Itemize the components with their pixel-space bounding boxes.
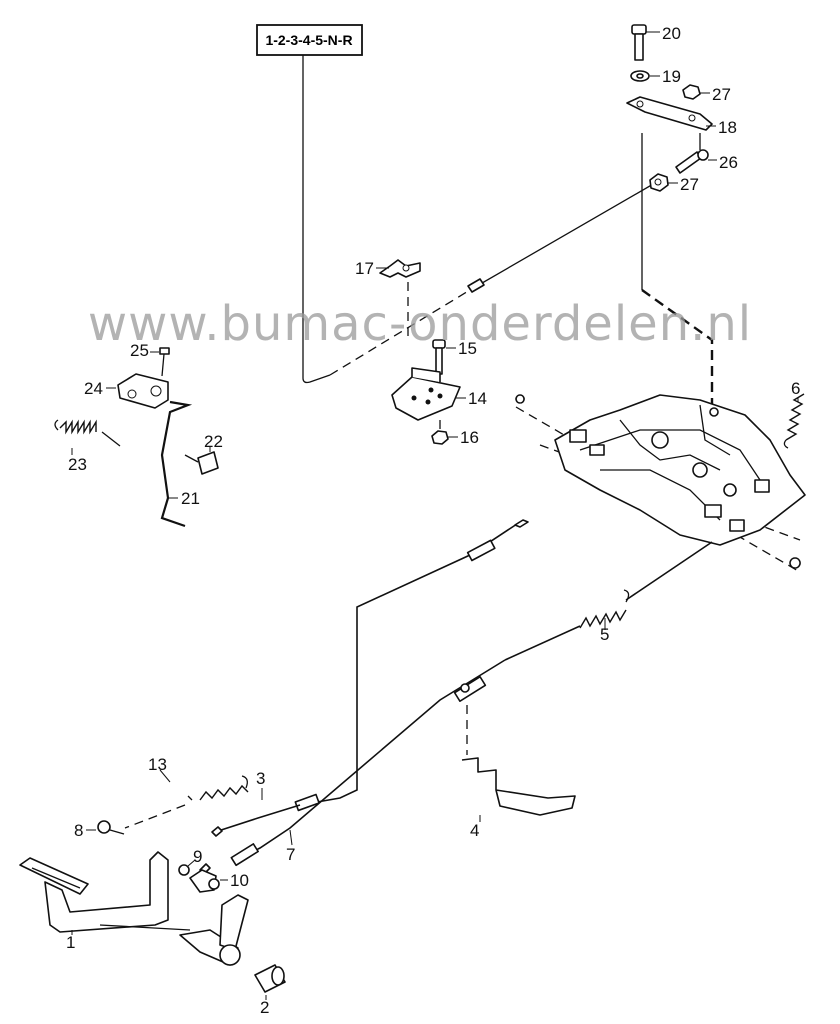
callout-27-lower: 27 [680, 175, 699, 194]
part-21-rod [160, 400, 193, 528]
callout-16: 16 [460, 428, 479, 447]
part-19-washer [630, 70, 660, 82]
part-15-bolt [432, 339, 456, 375]
part-23-spring [54, 419, 121, 455]
part-20-bolt [631, 24, 660, 61]
part-22-knob [184, 446, 219, 475]
part-18-link-plate [626, 96, 716, 131]
part-17-clip [376, 259, 421, 278]
part-27-upper-nut [682, 84, 710, 100]
rod-5-upper [625, 541, 713, 601]
part-10-clamp [189, 869, 228, 893]
callout-2: 2 [260, 998, 269, 1017]
gear-link-line [302, 55, 331, 384]
callout-25: 25 [130, 341, 149, 360]
gear-link-dashed [329, 289, 471, 376]
dash-13-8 [124, 804, 186, 829]
callout-21: 21 [181, 489, 200, 508]
part-4-bracket [461, 705, 576, 822]
callout-20: 20 [662, 24, 681, 43]
part-26-ball-joint [675, 133, 717, 174]
callout-8: 8 [74, 821, 83, 840]
transmission-housing [515, 394, 806, 573]
callout-27-upper: 27 [712, 85, 731, 104]
callout-1: 1 [66, 933, 75, 952]
callout-23: 23 [68, 455, 87, 474]
callout-18: 18 [718, 118, 737, 137]
callout-14: 14 [468, 389, 487, 408]
watermark: www.bumac-onderdelen.nl [88, 296, 752, 352]
dashed-link-to-transmission [641, 289, 714, 405]
cable-3 [211, 519, 529, 837]
part-2-grip [254, 964, 286, 1000]
part-24-bracket [106, 373, 169, 409]
callout-7: 7 [286, 845, 295, 864]
rod-end [467, 278, 485, 293]
part-13-spring [159, 769, 249, 801]
callout-22: 22 [204, 432, 223, 451]
callout-24: 24 [84, 379, 103, 398]
callout-6: 6 [791, 379, 800, 398]
callout-26: 26 [719, 153, 738, 172]
part-8-eye-bolt [86, 820, 125, 835]
part-16-nut [431, 430, 458, 445]
callout-3: 3 [256, 769, 265, 788]
rod-5 [504, 625, 581, 661]
gear-selector-label: 1-2-3-4-5-N-R [265, 32, 352, 48]
part-5-spring [579, 589, 630, 630]
part-25-screw [150, 347, 170, 377]
callout-15: 15 [458, 339, 477, 358]
part-14-bracket [391, 367, 466, 421]
callout-10: 10 [230, 871, 249, 890]
callout-13: 13 [148, 755, 167, 774]
part-6-spring [783, 393, 805, 449]
shift-rod [469, 182, 656, 291]
gear-selector-box: 1-2-3-4-5-N-R [256, 24, 363, 56]
part-27-lower-nut [649, 173, 678, 192]
part-1-pedal [19, 851, 249, 966]
callout-9: 9 [193, 847, 202, 866]
callout-17: 17 [355, 259, 374, 278]
callout-19: 19 [662, 67, 681, 86]
part-9-pin [178, 859, 196, 876]
callout-4: 4 [470, 821, 479, 840]
callout-5: 5 [600, 625, 609, 644]
cable-7 [199, 659, 506, 875]
